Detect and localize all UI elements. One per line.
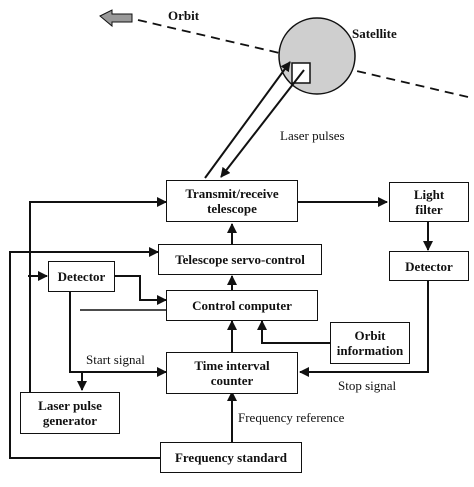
- right-detector-box: Detector: [389, 251, 469, 281]
- telescope-servo-control-label: Telescope servo-control: [175, 252, 305, 267]
- laser-pulse-generator-label: Laser pulse generator: [38, 398, 102, 428]
- laser-pulses-label: Laser pulses: [280, 128, 345, 143]
- laser-beam-down: [220, 69, 305, 178]
- arrow-stop-signal: [299, 280, 429, 377]
- arrow-detector-to-counter: [69, 292, 167, 377]
- arrow-detector-to-computer: [114, 275, 167, 305]
- orbit-direction-icon: [99, 9, 133, 28]
- transmit-receive-telescope-box: Transmit/receive telescope: [166, 180, 298, 222]
- left-detector-label: Detector: [57, 269, 106, 284]
- telescope-servo-control-box: Telescope servo-control: [158, 244, 322, 275]
- orbit-information-label: Orbit information: [336, 328, 404, 358]
- right-detector-label: Detector: [405, 258, 453, 274]
- frequency-standard-label: Frequency standard: [174, 450, 288, 465]
- control-computer-label: Control computer: [192, 298, 292, 313]
- arrow-laser-to-telescope: [29, 197, 167, 392]
- light-filter-label: Light filter: [413, 187, 445, 217]
- arrow-orbit-info-to-computer: [257, 320, 330, 344]
- light-filter-box: Light filter: [389, 182, 469, 222]
- satellite-label: Satellite: [352, 26, 397, 41]
- frequency-reference-label: Frequency reference: [238, 410, 345, 425]
- satellite-icon: [278, 17, 356, 95]
- laser-beam-up: [204, 61, 291, 179]
- line-frequency-loop: [9, 251, 160, 459]
- stop-signal-label: Stop signal: [338, 378, 397, 393]
- transmit-receive-telescope-label: Transmit/receive telescope: [185, 186, 279, 216]
- frequency-standard-box: Frequency standard: [160, 442, 302, 473]
- orbit-information-box: Orbit information: [330, 322, 410, 364]
- control-computer-box: Control computer: [166, 290, 318, 321]
- time-interval-counter-box: Time interval counter: [166, 352, 298, 394]
- arrow-start-signal: [77, 371, 88, 391]
- start-signal-label: Start signal: [86, 352, 145, 367]
- laser-pulse-generator-box: Laser pulse generator: [20, 392, 120, 434]
- orbit-label: Orbit: [168, 8, 200, 23]
- left-detector-box: Detector: [48, 261, 115, 292]
- time-interval-counter-label: Time interval counter: [194, 358, 270, 388]
